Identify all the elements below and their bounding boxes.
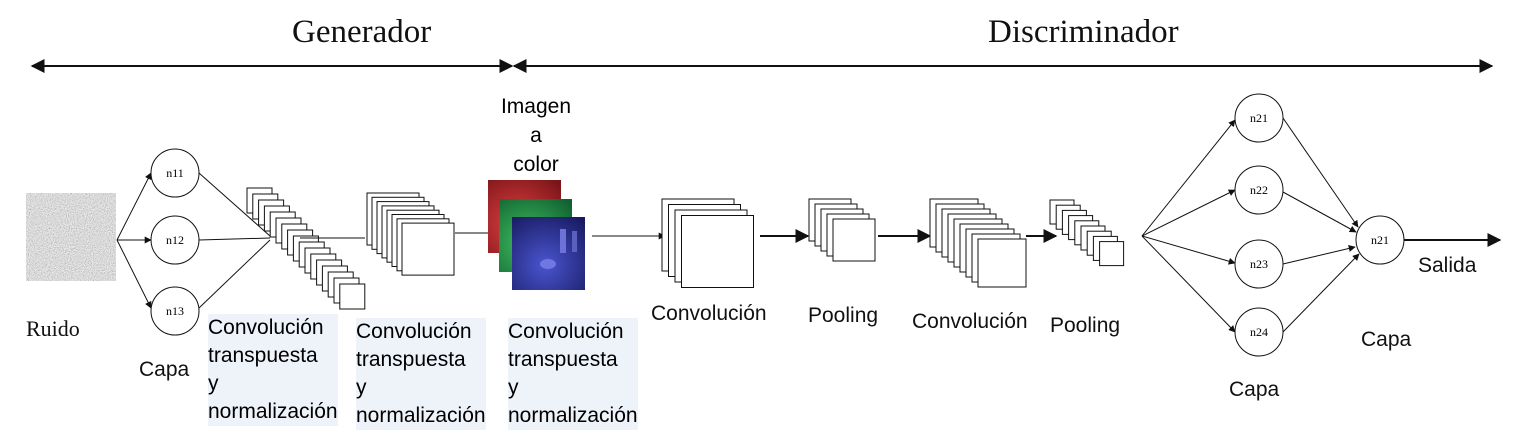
feature-map: [977, 238, 1027, 288]
tconv1-line: normalización: [208, 398, 338, 426]
tconv2-line: transpuesta: [356, 346, 486, 374]
disc-to-output-edges: [1282, 117, 1360, 333]
disc-node-n24: n24: [1234, 307, 1284, 357]
feature-map: [401, 222, 455, 276]
gen-node-label: n11: [166, 166, 184, 180]
tconv3-line: Convolución: [508, 318, 638, 346]
tconv2-line: normalización: [356, 402, 486, 430]
tconv2-label: Convolución transpuesta y normalización: [356, 318, 486, 430]
disc-node-label: n24: [1250, 325, 1268, 339]
color-image-line: color: [513, 153, 559, 176]
tconv1-line: Convolución: [208, 314, 338, 342]
feature-map: [832, 218, 876, 262]
conv2-label: Convolución: [912, 310, 1028, 333]
discriminator-title: Discriminador: [988, 14, 1179, 50]
tconv2-line: Convolución: [356, 318, 486, 346]
pool2-feature-stack: [1049, 199, 1125, 267]
disc-node-n23: n23: [1234, 239, 1284, 289]
pool1-label: Pooling: [808, 304, 879, 327]
gen-layer-label: Capa: [139, 358, 190, 381]
disc-node-n22: n22: [1234, 165, 1284, 215]
gen-node-label: n12: [166, 233, 184, 247]
color-image-line: a: [530, 124, 542, 147]
tconv3-line: y: [508, 374, 638, 402]
conv1-label: Convolución: [651, 302, 767, 325]
disc-output-label: n21: [1371, 233, 1389, 247]
tconv2-feature-stack: [366, 192, 455, 276]
generator-title: Generador: [292, 14, 432, 50]
disc-node-n21: n21: [1234, 93, 1284, 143]
output-label: Salida: [1418, 254, 1477, 277]
pool1-feature-stack: [808, 198, 876, 262]
disc-node-label: n22: [1250, 183, 1268, 197]
tconv1-line: y: [208, 370, 338, 398]
feature-map: [1099, 241, 1125, 267]
disc-layer-label-1: Capa: [1229, 378, 1280, 401]
feature-map: [681, 215, 754, 288]
tconv3-line: normalización: [508, 402, 638, 430]
disc-output-node: n21: [1355, 215, 1405, 265]
noise-to-gen-edges: [116, 172, 152, 309]
conv2-feature-stack: [929, 198, 1027, 288]
noise-image: [26, 193, 116, 281]
color-image-line: Imagen: [500, 95, 572, 118]
gen-node-n13: n13: [150, 286, 200, 336]
disc-node-label: n23: [1250, 257, 1268, 271]
color-image-stack: [488, 180, 585, 290]
disc-node-label: n21: [1250, 111, 1268, 125]
noise-label: Ruido: [26, 316, 80, 341]
feature-map: [339, 283, 366, 310]
gen-node-label: n13: [166, 304, 184, 318]
tconv1-line: transpuesta: [208, 342, 338, 370]
tconv2-line: y: [356, 374, 486, 402]
pool-to-disc-edges: [1141, 119, 1236, 333]
tconv3-label: Convolución transpuesta y normalización: [508, 318, 638, 430]
color-image-label: Imagen a color: [494, 92, 578, 179]
gen-node-n12: n12: [150, 215, 200, 265]
disc-layer-label-2: Capa: [1361, 328, 1412, 351]
conv1-feature-stack: [661, 198, 754, 288]
pool2-label: Pooling: [1050, 314, 1121, 337]
tconv3-line: transpuesta: [508, 346, 638, 374]
gen-node-n11: n11: [150, 148, 200, 198]
tconv1-label: Convolución transpuesta y normalización: [208, 314, 338, 426]
tconv1-feature-stack: [246, 187, 366, 310]
